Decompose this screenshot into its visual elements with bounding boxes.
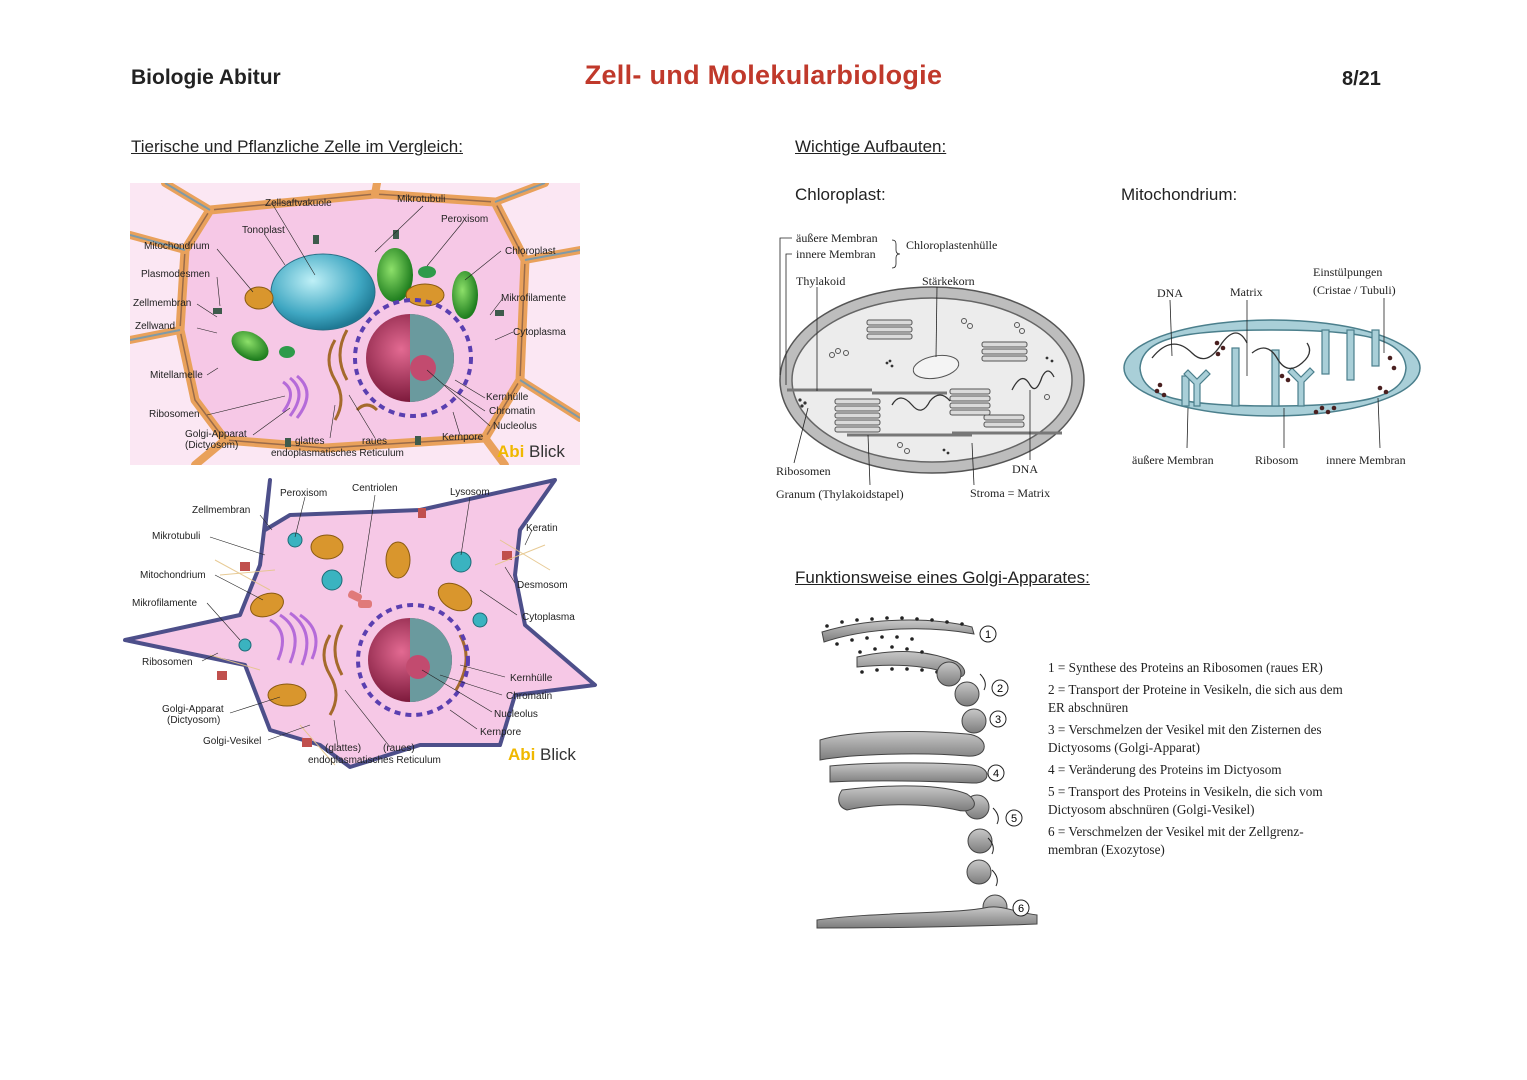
plant-label-kernhuelle: Kernhülle (486, 392, 529, 403)
mito-label-einstuelpungen: Einstülpungen (1313, 265, 1382, 279)
animal-label-raues: (raues) (383, 743, 415, 754)
animal-label-cytoplasma: Cytoplasma (522, 612, 575, 623)
animal-label-chromatin: Chromatin (506, 691, 552, 702)
mito-label-ribosom: Ribosom (1255, 453, 1299, 467)
plant-label-mikrofilamente: Mikrofilamente (501, 293, 566, 304)
plant-label-cytoplasma: Cytoplasma (513, 327, 566, 338)
brand-blick-2: Blick (540, 745, 576, 764)
animal-label-mikrofilamente: Mikrofilamente (132, 598, 197, 609)
animal-label-nucleolus: Nucleolus (494, 709, 538, 720)
mito-label-innere: innere Membran (1326, 453, 1406, 467)
chloro-label-stroma: Stroma = Matrix (970, 486, 1050, 500)
golgi-step: 5 = Transport des Proteins in Vesikeln, … (1048, 784, 1323, 817)
mito-label-cristae: (Cristae / Tubuli) (1313, 283, 1396, 297)
golgi-number-5: 5 (1011, 813, 1017, 825)
animal-label-dictyosom: (Dictyosom) (167, 715, 220, 726)
golgi-step: 6 = Verschmelzen der Vesikel mit der Zel… (1048, 824, 1304, 857)
animal-label-mitochondrium: Mitochondrium (140, 570, 206, 581)
brand-blick-1: Blick (529, 442, 565, 461)
plant-label-er: endoplasmatisches Reticulum (271, 448, 404, 459)
plant-label-mikrotubuli: Mikrotubuli (397, 194, 445, 205)
chloro-label-aeussere: äußere Membran (796, 231, 878, 245)
golgi-number-6: 6 (1018, 903, 1024, 915)
animal-label-lysosom: Lysosom (450, 487, 490, 498)
chloro-label-innere: innere Membran (796, 247, 876, 261)
animal-cell-diagram: Peroxisom Centriolen Lysosom Zellmembran… (123, 478, 597, 769)
page-title: Zell- und Molekularbiologie (584, 60, 943, 90)
animal-label-er: endoplasmatisches Reticulum (308, 755, 441, 766)
page-number: 8/21 (1342, 68, 1381, 90)
chloro-label-thylakoid: Thylakoid (796, 274, 845, 288)
chloro-label-dna: DNA (1012, 462, 1038, 476)
golgi-step: 4 = Veränderung des Proteins im Dictyoso… (1048, 762, 1282, 777)
golgi-steps-list: 1 = Synthese des Proteins an Ribosomen (… (1048, 659, 1348, 863)
plant-label-glattes: glattes (295, 436, 324, 447)
plant-label-kernpore: Kernpore (442, 432, 484, 443)
animal-label-kernpore: Kernpore (480, 727, 522, 738)
plant-label-nucleolus: Nucleolus (493, 421, 537, 432)
chloroplast-diagram: äußere Membran innere Membran Chloroplas… (776, 231, 1085, 501)
brand-abi-1: Abi (497, 442, 524, 461)
animal-label-kernhuelle: Kernhülle (510, 673, 553, 684)
animal-label-centriolen: Centriolen (352, 483, 398, 494)
animal-label-glattes: (glattes) (325, 743, 361, 754)
mito-label-matrix: Matrix (1230, 285, 1263, 299)
mitochondrium-heading: Mitochondrium: (1121, 185, 1238, 204)
animal-label-desmosom: Desmosom (517, 580, 568, 591)
plant-label-mitellamelle: Mitellamelle (150, 370, 203, 381)
chloro-label-staerkekorn: Stärkekorn (922, 274, 975, 288)
plant-label-golgi: Golgi-Apparat (185, 429, 247, 440)
golgi-number-2: 2 (997, 683, 1003, 695)
animal-label-ribosomen: Ribosomen (142, 657, 193, 668)
chloroplast-heading: Chloroplast: (795, 185, 886, 204)
golgi-number-4: 4 (993, 768, 999, 780)
plant-label-chromatin: Chromatin (489, 406, 535, 417)
golgi-step: 3 = Verschmelzen der Vesikel mit den Zis… (1048, 722, 1322, 755)
plant-label-chloroplast: Chloroplast (505, 246, 556, 257)
section-structures-heading: Wichtige Aufbauten: (795, 137, 947, 156)
plant-label-mitochondrium: Mitochondrium (144, 241, 210, 252)
header-subject: Biologie Abitur (131, 66, 281, 89)
golgi-diagram: 1 2 3 4 5 6 (816, 616, 1038, 929)
plant-label-zellmembran: Zellmembran (133, 298, 191, 309)
plant-label-zellsaftvakuole: Zellsaftvakuole (265, 198, 332, 209)
animal-label-mikrotubuli: Mikrotubuli (152, 531, 200, 542)
animal-label-golgi-vesikel: Golgi-Vesikel (203, 736, 261, 747)
animal-label-zellmembran: Zellmembran (192, 505, 250, 516)
mito-label-aeussere: äußere Membran (1132, 453, 1214, 467)
golgi-number-3: 3 (995, 714, 1001, 726)
golgi-number-1: 1 (985, 629, 991, 641)
plant-label-peroxisom: Peroxisom (441, 214, 488, 225)
section-golgi-heading: Funktionsweise eines Golgi-Apparates: (795, 568, 1090, 587)
golgi-step: 1 = Synthese des Proteins an Ribosomen (… (1048, 660, 1323, 675)
mitochondrium-diagram: Einstülpungen (Cristae / Tubuli) DNA Mat… (1123, 265, 1421, 467)
animal-label-golgi: Golgi-Apparat (162, 704, 224, 715)
chloro-label-huelle: Chloroplastenhülle (906, 238, 997, 252)
plant-label-ribosomen: Ribosomen (149, 409, 200, 420)
plant-label-tonoplast: Tonoplast (242, 225, 285, 236)
plant-label-zellwand: Zellwand (135, 321, 175, 332)
animal-label-peroxisom: Peroxisom (280, 488, 327, 499)
brand-abi-2: Abi (508, 745, 535, 764)
plant-label-plasmodesmen: Plasmodesmen (141, 269, 210, 280)
chloro-label-granum: Granum (Thylakoidstapel) (776, 487, 904, 501)
mito-label-dna: DNA (1157, 286, 1183, 300)
chloro-label-ribosomen: Ribosomen (776, 464, 831, 478)
plant-cell-diagram: Zellsaftvakuole Mikrotubuli Peroxisom To… (130, 183, 580, 465)
golgi-step: 2 = Transport der Proteine in Vesikeln, … (1048, 682, 1343, 715)
plant-label-dictyosom: (Dictyosom) (185, 440, 238, 451)
plant-label-raues: raues (362, 436, 387, 447)
animal-label-keratin: Keratin (526, 523, 558, 534)
section-cells-heading: Tierische und Pflanzliche Zelle im Vergl… (131, 137, 463, 156)
